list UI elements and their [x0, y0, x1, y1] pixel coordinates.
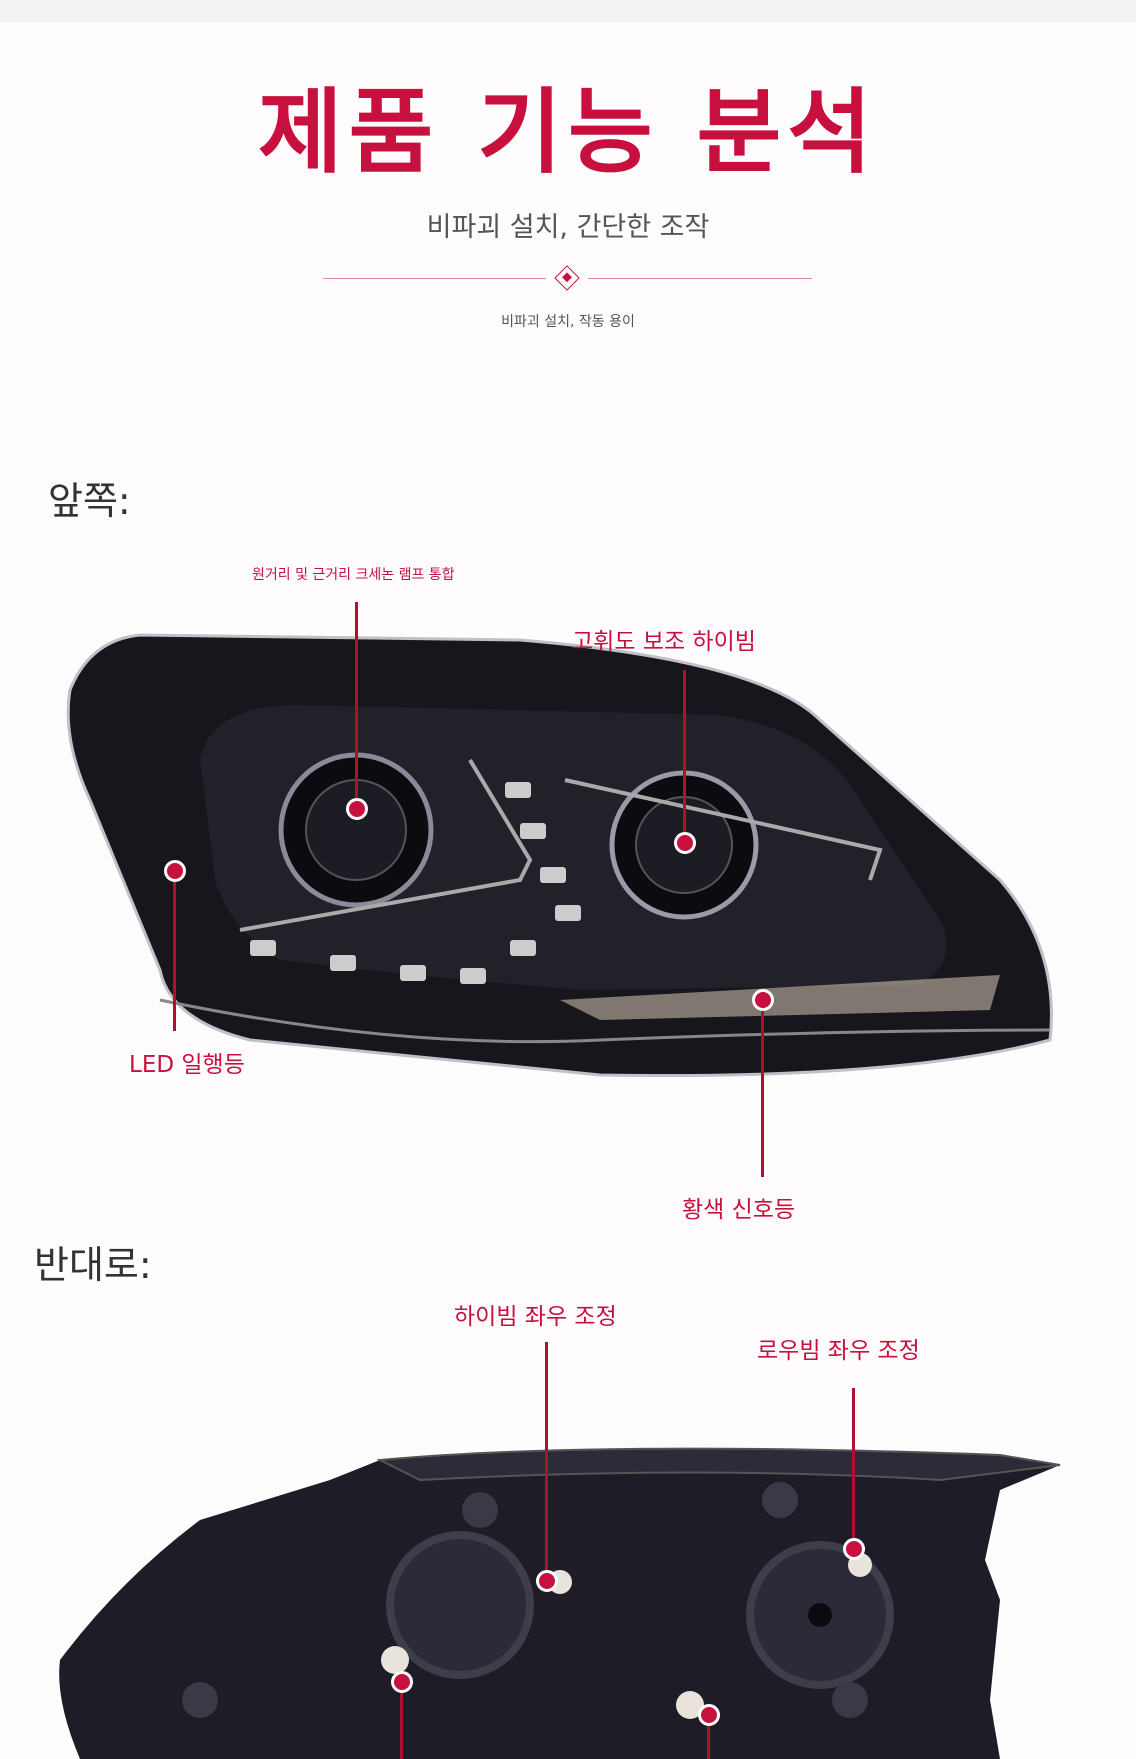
callout-line [400, 1682, 403, 1759]
page-title: 제품 기능 분석 [258, 79, 878, 186]
callout-dot [843, 1538, 865, 1560]
back-heading: 반대로: [34, 1243, 152, 1287]
callout-dot [346, 798, 368, 820]
callout-dot [164, 860, 186, 882]
callout-line [355, 602, 358, 809]
label-high-beam-adjust: 하이빔 좌우 조정 [454, 1304, 617, 1330]
callout-line [173, 871, 176, 1031]
caption: 비파괴 설치, 작동 용이 [501, 314, 635, 330]
callout-dot [391, 1671, 413, 1693]
label-high-beam: 고휘도 보조 하이빔 [572, 629, 756, 655]
label-turn-signal: 황색 신호등 [682, 1197, 796, 1223]
subtitle: 비파괴 설치, 간단한 조작 [426, 212, 710, 243]
label-led-drl: LED 일행등 [129, 1052, 245, 1078]
divider-right [588, 278, 812, 279]
label-xenon-lamp: 원거리 및 근거리 크세논 램프 통합 [252, 567, 455, 583]
top-bar [0, 0, 1136, 22]
callout-dot [752, 989, 774, 1011]
callout-dot [536, 1570, 558, 1592]
callout-line [545, 1342, 548, 1581]
callout-dot [698, 1704, 720, 1726]
callout-dot [674, 832, 696, 854]
front-heading: 앞쪽: [48, 479, 131, 523]
callout-line [852, 1388, 855, 1549]
callout-line [761, 1000, 764, 1177]
callout-line [683, 670, 686, 843]
divider-left [323, 278, 546, 279]
callout-line [707, 1715, 710, 1759]
label-low-beam-adjust: 로우빔 좌우 조정 [757, 1338, 920, 1364]
